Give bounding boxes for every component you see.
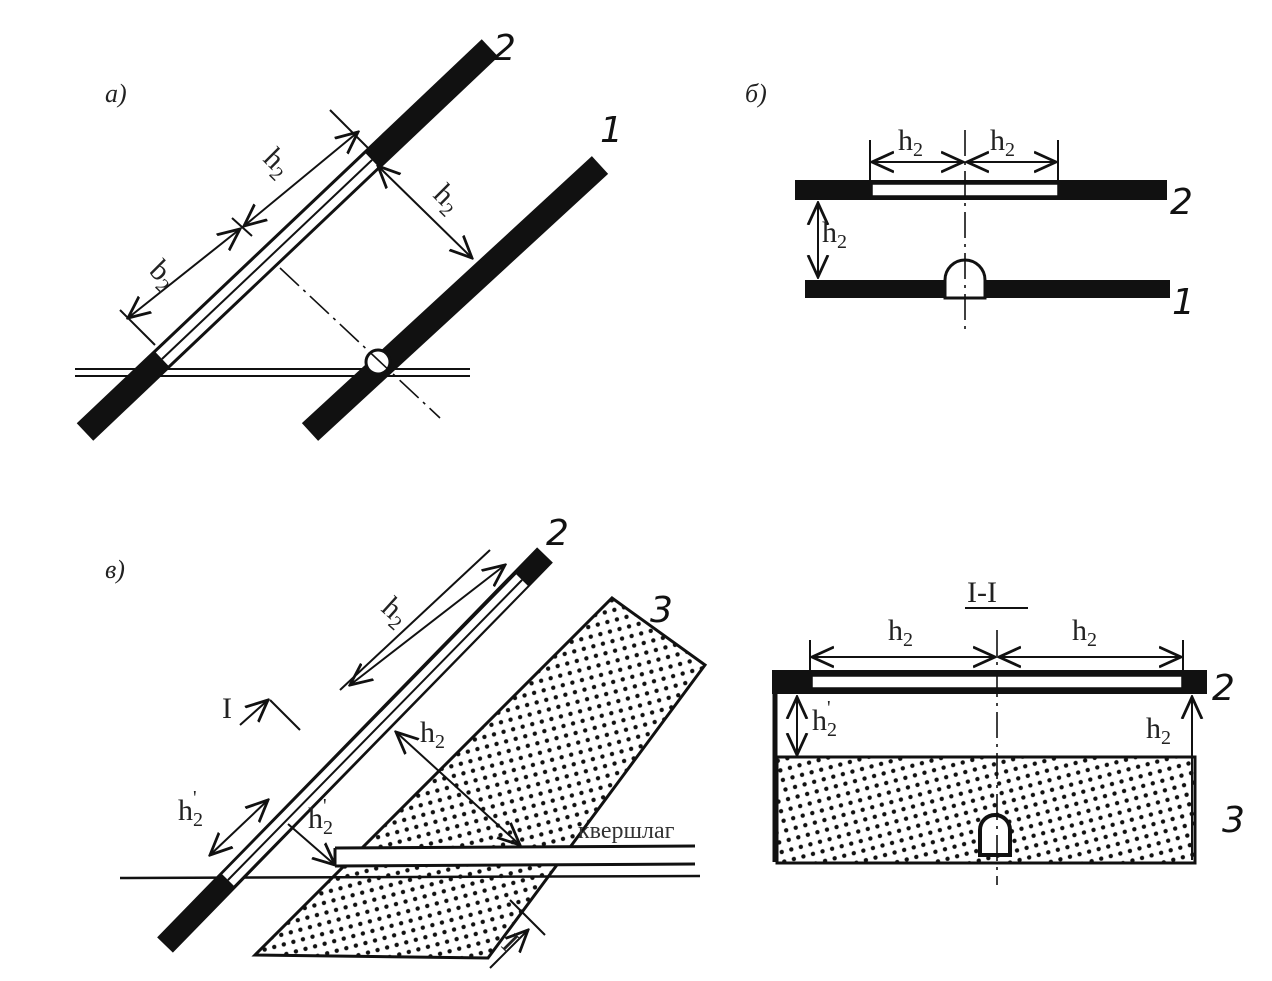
dimension-lines bbox=[119, 109, 472, 346]
h2-label: h2 bbox=[1146, 712, 1171, 749]
h2-label: h2 bbox=[888, 614, 913, 651]
seam-1-number: 1 bbox=[1172, 282, 1195, 323]
gallery-section-icon bbox=[364, 348, 392, 376]
dimension-lines bbox=[797, 640, 1192, 860]
h2-label: h2 bbox=[1072, 614, 1097, 651]
panel-a: а) b2 h2 h2 2 1 bbox=[75, 28, 623, 441]
seam-2-number: 2 bbox=[493, 28, 516, 69]
seam-1-plan bbox=[805, 258, 1170, 300]
panel-b: б) h2 h2 h2 2 1 bbox=[745, 79, 1195, 330]
h2-prime-label: h2' bbox=[308, 795, 333, 839]
seam-2-number: 2 bbox=[1170, 182, 1193, 223]
h2-label: h2 bbox=[373, 591, 416, 635]
seam-1-number: 1 bbox=[600, 110, 623, 151]
h2-label: h2 bbox=[420, 716, 445, 753]
dimension-lines bbox=[818, 140, 1059, 277]
section-mark: I bbox=[222, 692, 232, 725]
h2-label: h2 bbox=[254, 142, 298, 186]
panel-v: в) h2 h2 h2' bbox=[105, 513, 708, 969]
zone-3-number: 3 bbox=[1222, 800, 1245, 841]
h2-label: h2 bbox=[898, 124, 923, 161]
panel-b-label: б) bbox=[745, 79, 767, 108]
seam-2-plan bbox=[795, 180, 1167, 200]
dimension-lines bbox=[210, 549, 546, 969]
h2-prime-label: h2' bbox=[812, 697, 837, 741]
section-i-i: I-I h2 h2 h2' h2 2 3 bbox=[772, 576, 1245, 885]
h2-normal-label: h2 bbox=[424, 178, 468, 222]
seam-2-number: 2 bbox=[546, 513, 569, 554]
seam-2-number: 2 bbox=[1212, 668, 1235, 709]
b2-label: b2 bbox=[140, 254, 184, 298]
seam-2 bbox=[76, 39, 499, 441]
panel-v-label: в) bbox=[105, 555, 125, 584]
panel-a-label: а) bbox=[105, 79, 127, 108]
h2-label: h2 bbox=[822, 216, 847, 253]
seam-1 bbox=[301, 156, 609, 441]
tunnel-section-icon bbox=[978, 813, 1012, 857]
crosscut-label: квершлаг bbox=[578, 818, 675, 844]
seam-2-section bbox=[772, 670, 1207, 694]
h2-prime-label: h2' bbox=[178, 787, 203, 831]
axis-line bbox=[279, 267, 441, 419]
section-title: I-I bbox=[967, 576, 997, 609]
h2-label: h2 bbox=[990, 124, 1015, 161]
zone-3-number: 3 bbox=[650, 590, 673, 631]
